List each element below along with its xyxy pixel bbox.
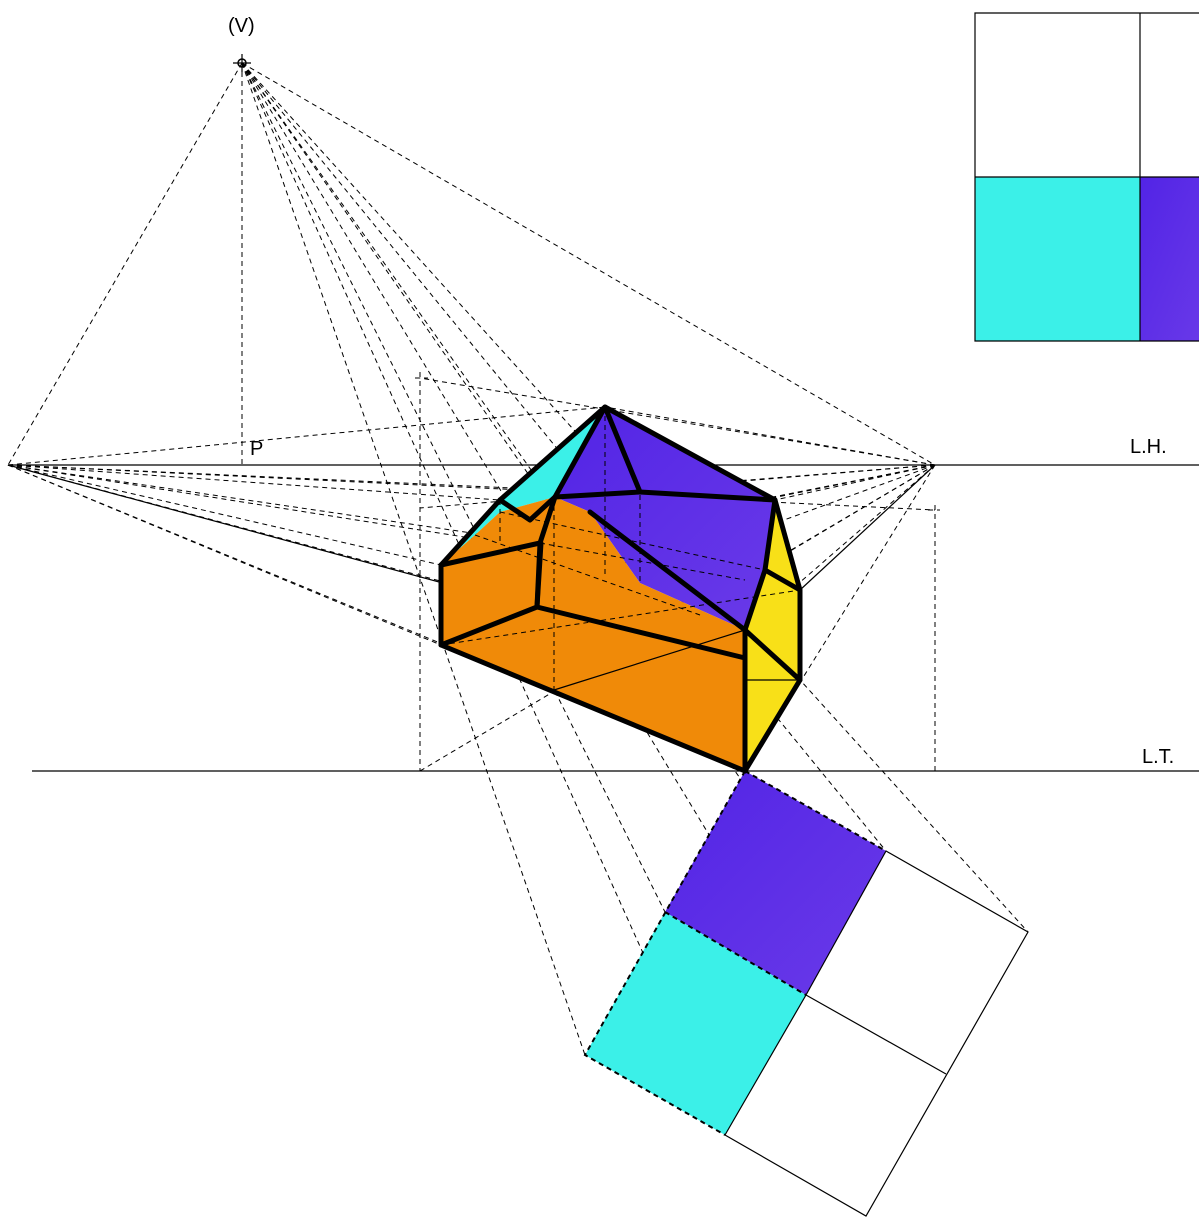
plan-cell-violet bbox=[665, 771, 886, 995]
legend-cell-violet bbox=[1140, 177, 1199, 341]
plan-cell-empty-2 bbox=[725, 995, 946, 1216]
legend-cell-1 bbox=[975, 13, 1140, 177]
legend-grid bbox=[974, 12, 1199, 342]
measuring-frame bbox=[415, 372, 940, 772]
plan-cell-empty-1 bbox=[806, 851, 1028, 1074]
horizon-line-label: L.H. bbox=[1130, 436, 1167, 458]
solid-figure bbox=[438, 404, 803, 774]
plan-cell-cyan bbox=[585, 912, 806, 1135]
ground-line-label: L.T. bbox=[1142, 746, 1174, 768]
legend-cell-cyan bbox=[975, 177, 1140, 341]
front-face-orange bbox=[441, 497, 745, 771]
viewpoint-label: (V) bbox=[228, 15, 255, 37]
roof-face-violet bbox=[555, 407, 775, 630]
legend-cell-2 bbox=[1140, 13, 1199, 177]
ground-plan bbox=[583, 770, 1029, 1217]
side-face-yellow bbox=[745, 500, 800, 771]
principal-point-label: P bbox=[250, 438, 263, 460]
